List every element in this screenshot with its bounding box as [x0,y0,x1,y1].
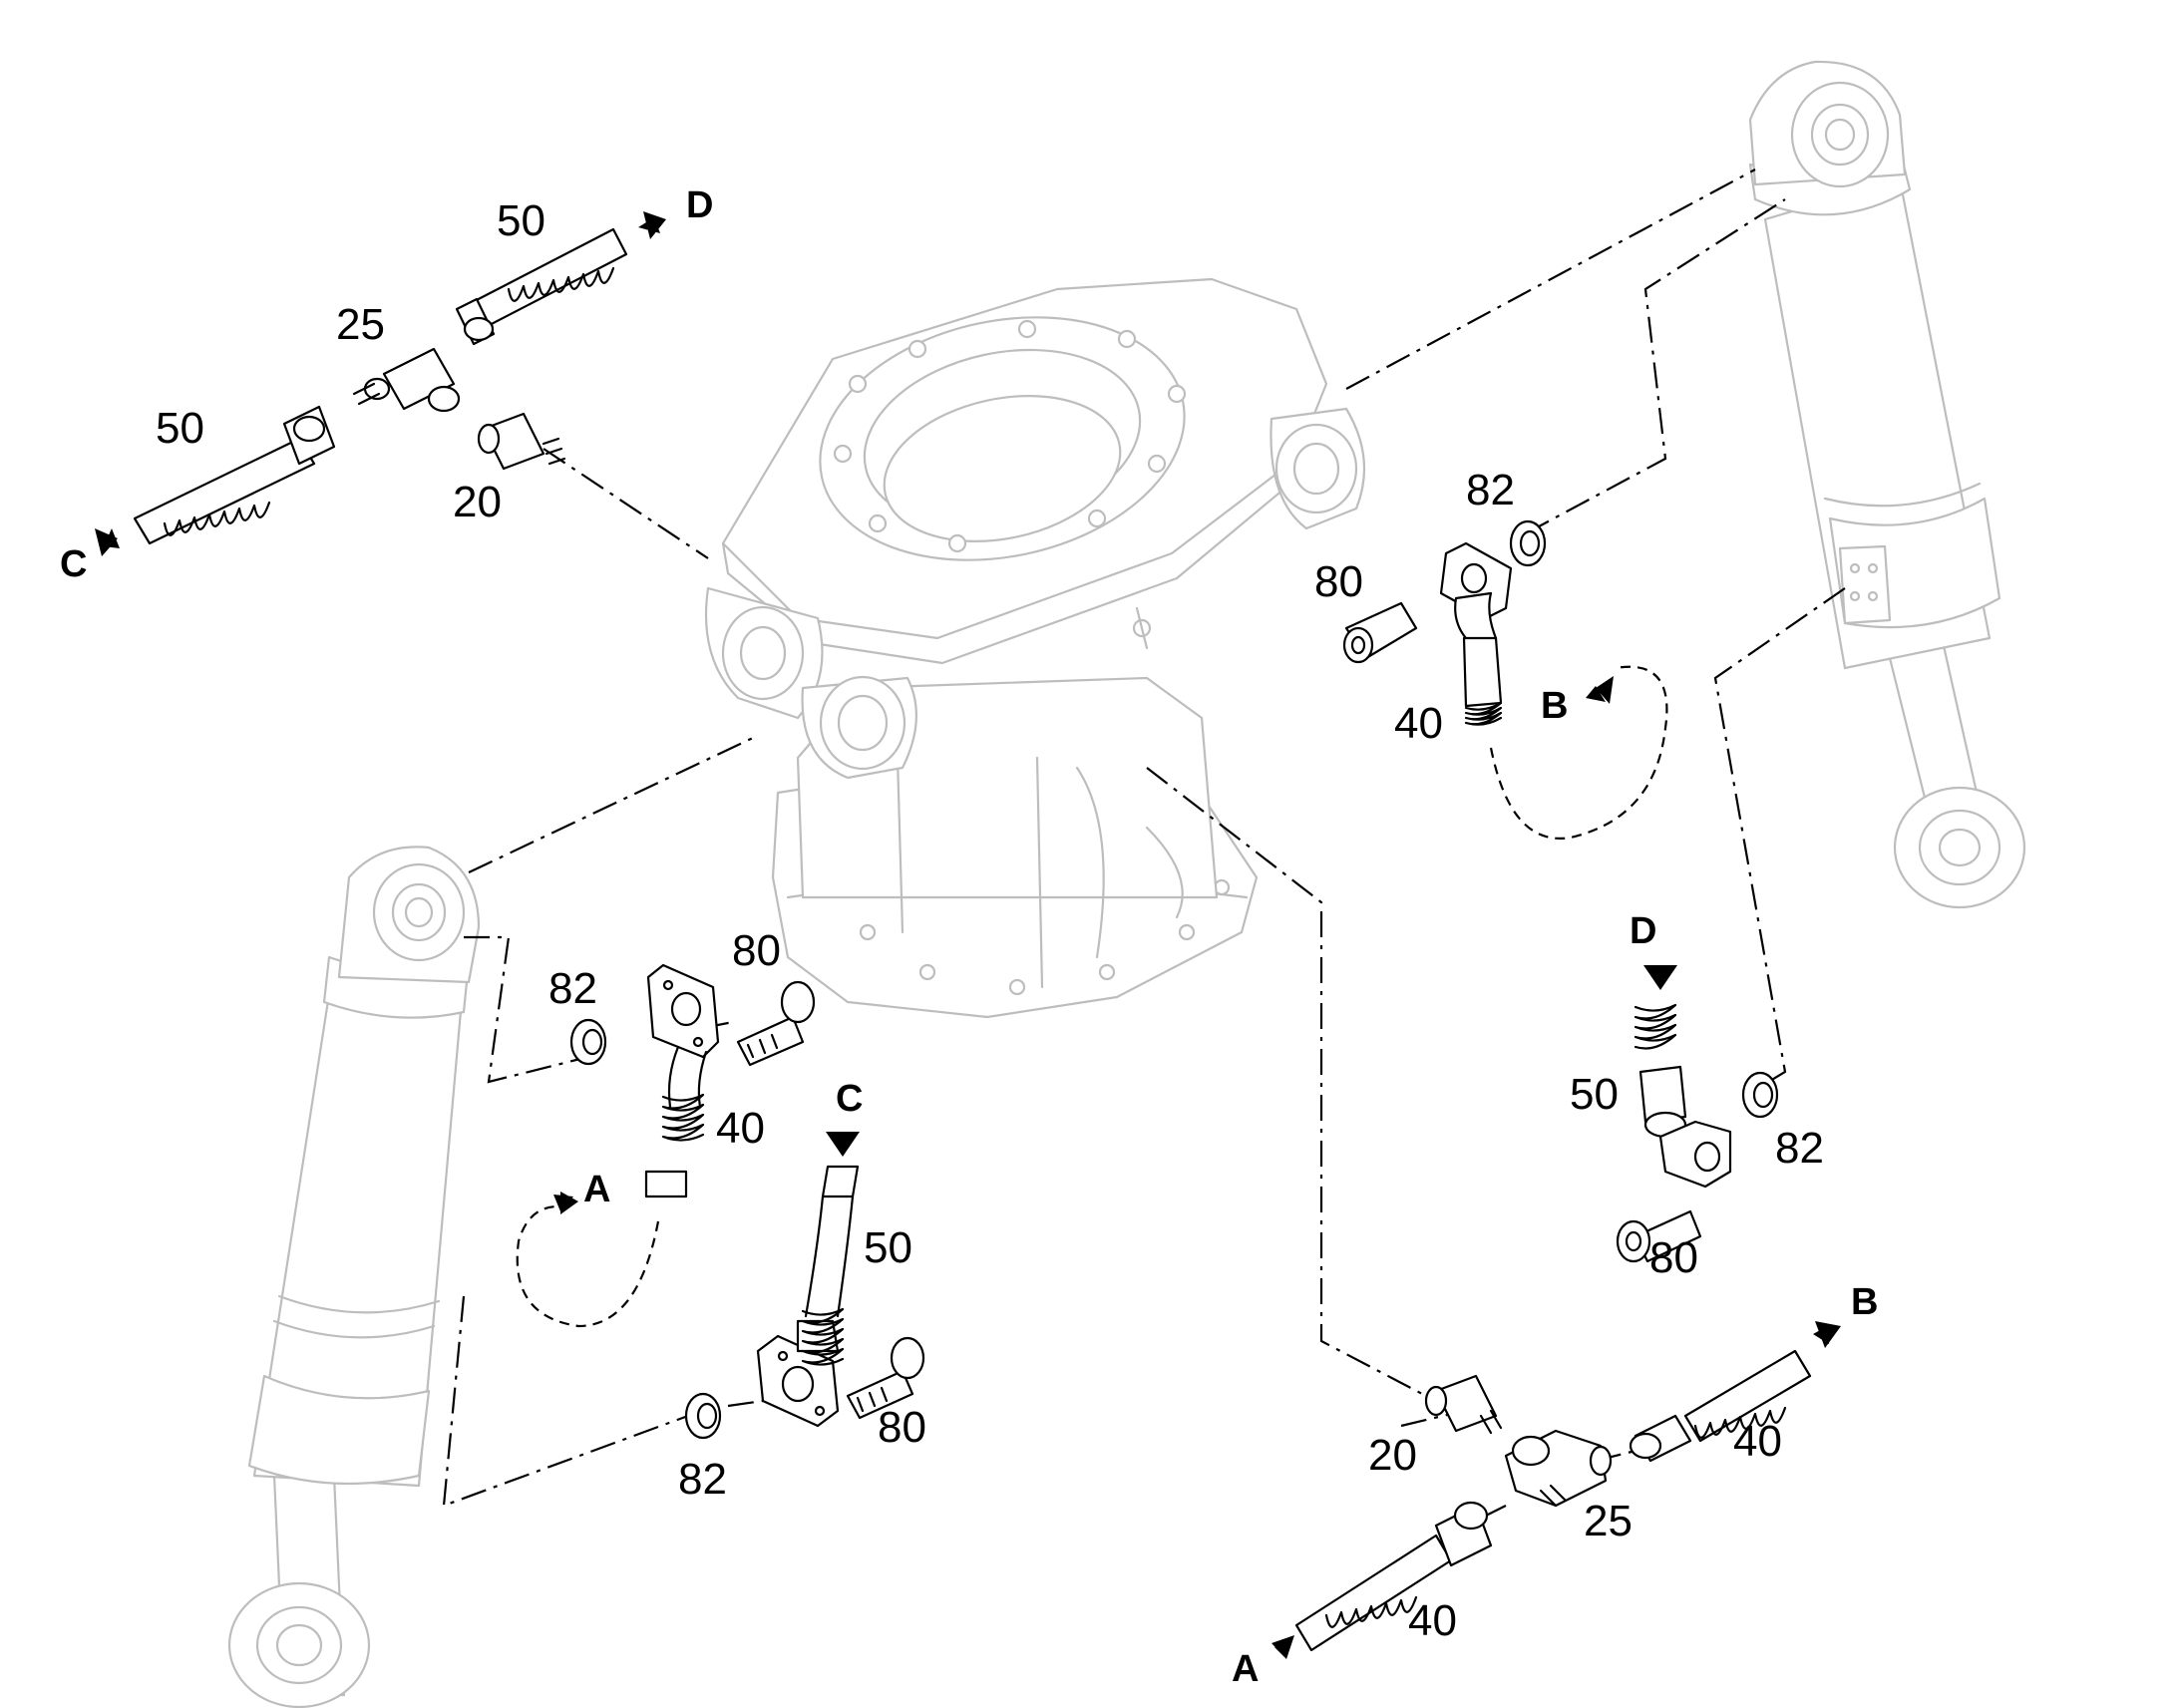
label-25-bottom: 25 [1584,1497,1633,1545]
seal-ring-82-lower [684,1392,722,1440]
arrow-c-top [95,528,120,556]
adapter-20-top [477,412,566,471]
port-label-c-lower: C [836,1078,863,1120]
hose-50-top [455,227,628,346]
port-label-d-right: D [1630,910,1656,952]
seal-ring-82-top [1509,519,1547,567]
label-50-right: 50 [1570,1070,1619,1119]
tee-fitting-25-bottom [1504,1429,1613,1508]
hose-40-top [1462,636,1503,726]
label-82-right: 82 [1775,1124,1824,1173]
label-80-left: 80 [732,926,781,975]
hose-50-right [1634,1003,1687,1139]
port-label-b-top: B [1541,685,1568,727]
pivot-housing [704,277,1366,1019]
label-40-top: 40 [1394,699,1443,748]
port-label-a-left: A [583,1169,610,1210]
hose-40-bottom-right [1629,1349,1812,1463]
right-middle-assembly [1616,1003,1779,1263]
label-50-left: 50 [156,404,204,453]
bolt-80-lower [846,1336,925,1420]
part-number-labels: 50 25 50 20 82 80 40 82 80 40 50 82 80 2… [156,196,1824,1645]
label-80-top: 80 [1314,557,1363,606]
right-hydraulic-cylinder [1748,60,2026,909]
top-left-assembly [133,227,628,545]
base-bolt-holes [819,868,1231,996]
left-hydraulic-cylinder [227,846,481,1708]
flange-50-right [1658,1120,1732,1189]
adapter-20-bottom [1424,1374,1503,1435]
port-label-d-top: D [686,184,713,226]
label-80-lower: 80 [878,1403,926,1452]
arrow-a-bottom [1272,1635,1294,1659]
label-82-top: 82 [1466,466,1515,514]
label-50-top: 50 [497,196,545,245]
bolt-80-right [1616,1209,1702,1263]
top-right-assembly [1342,519,1668,840]
port-label-b-bottom: B [1851,1281,1878,1323]
label-80-right: 80 [1649,1233,1698,1282]
lower-center-left-assembly [684,1165,925,1440]
label-40-bottom-left: 40 [1408,1596,1457,1645]
flange-50-lower [756,1334,840,1428]
arrow-b-bottom [1813,1321,1841,1348]
arrow-c-lower [826,1132,860,1157]
arrow-a-left [553,1192,578,1214]
top-bolt-holes [833,319,1187,553]
label-82-left: 82 [548,964,597,1013]
label-50-lower: 50 [864,1223,912,1272]
label-82-lower: 82 [678,1455,727,1504]
label-20-top: 20 [453,478,502,526]
bolt-80-left [736,980,816,1067]
hose-40-left [644,1045,708,1198]
seal-ring-82-left [569,1018,607,1066]
flange-40-top [1439,541,1513,650]
bolt-80-top [1342,601,1418,664]
hose-50-lower [796,1165,860,1366]
hose-40-bottom-left [1294,1501,1493,1652]
port-label-a-bottom: A [1232,1648,1259,1690]
flange-40-left [646,963,720,1059]
label-20-bottom: 20 [1368,1431,1417,1480]
port-arrows [95,211,1841,1659]
bottom-right-assembly [1294,1349,1812,1652]
seal-ring-82-right [1741,1071,1779,1119]
hose-loop-b [1489,665,1668,840]
arrow-d-top [638,211,666,239]
arrow-b-top [1586,676,1614,704]
label-40-bottom-right: 40 [1733,1417,1782,1466]
label-40-left: 40 [716,1104,765,1153]
hose-loop-a [516,1204,660,1328]
label-25-top: 25 [336,300,385,349]
port-letter-labels: D C B A C D B A [60,184,1878,1690]
arrow-d-right [1643,965,1677,990]
hose-50-left [133,405,336,545]
left-middle-assembly [516,963,816,1328]
port-label-c-top: C [60,543,87,585]
tee-fitting-25-top [352,347,461,413]
